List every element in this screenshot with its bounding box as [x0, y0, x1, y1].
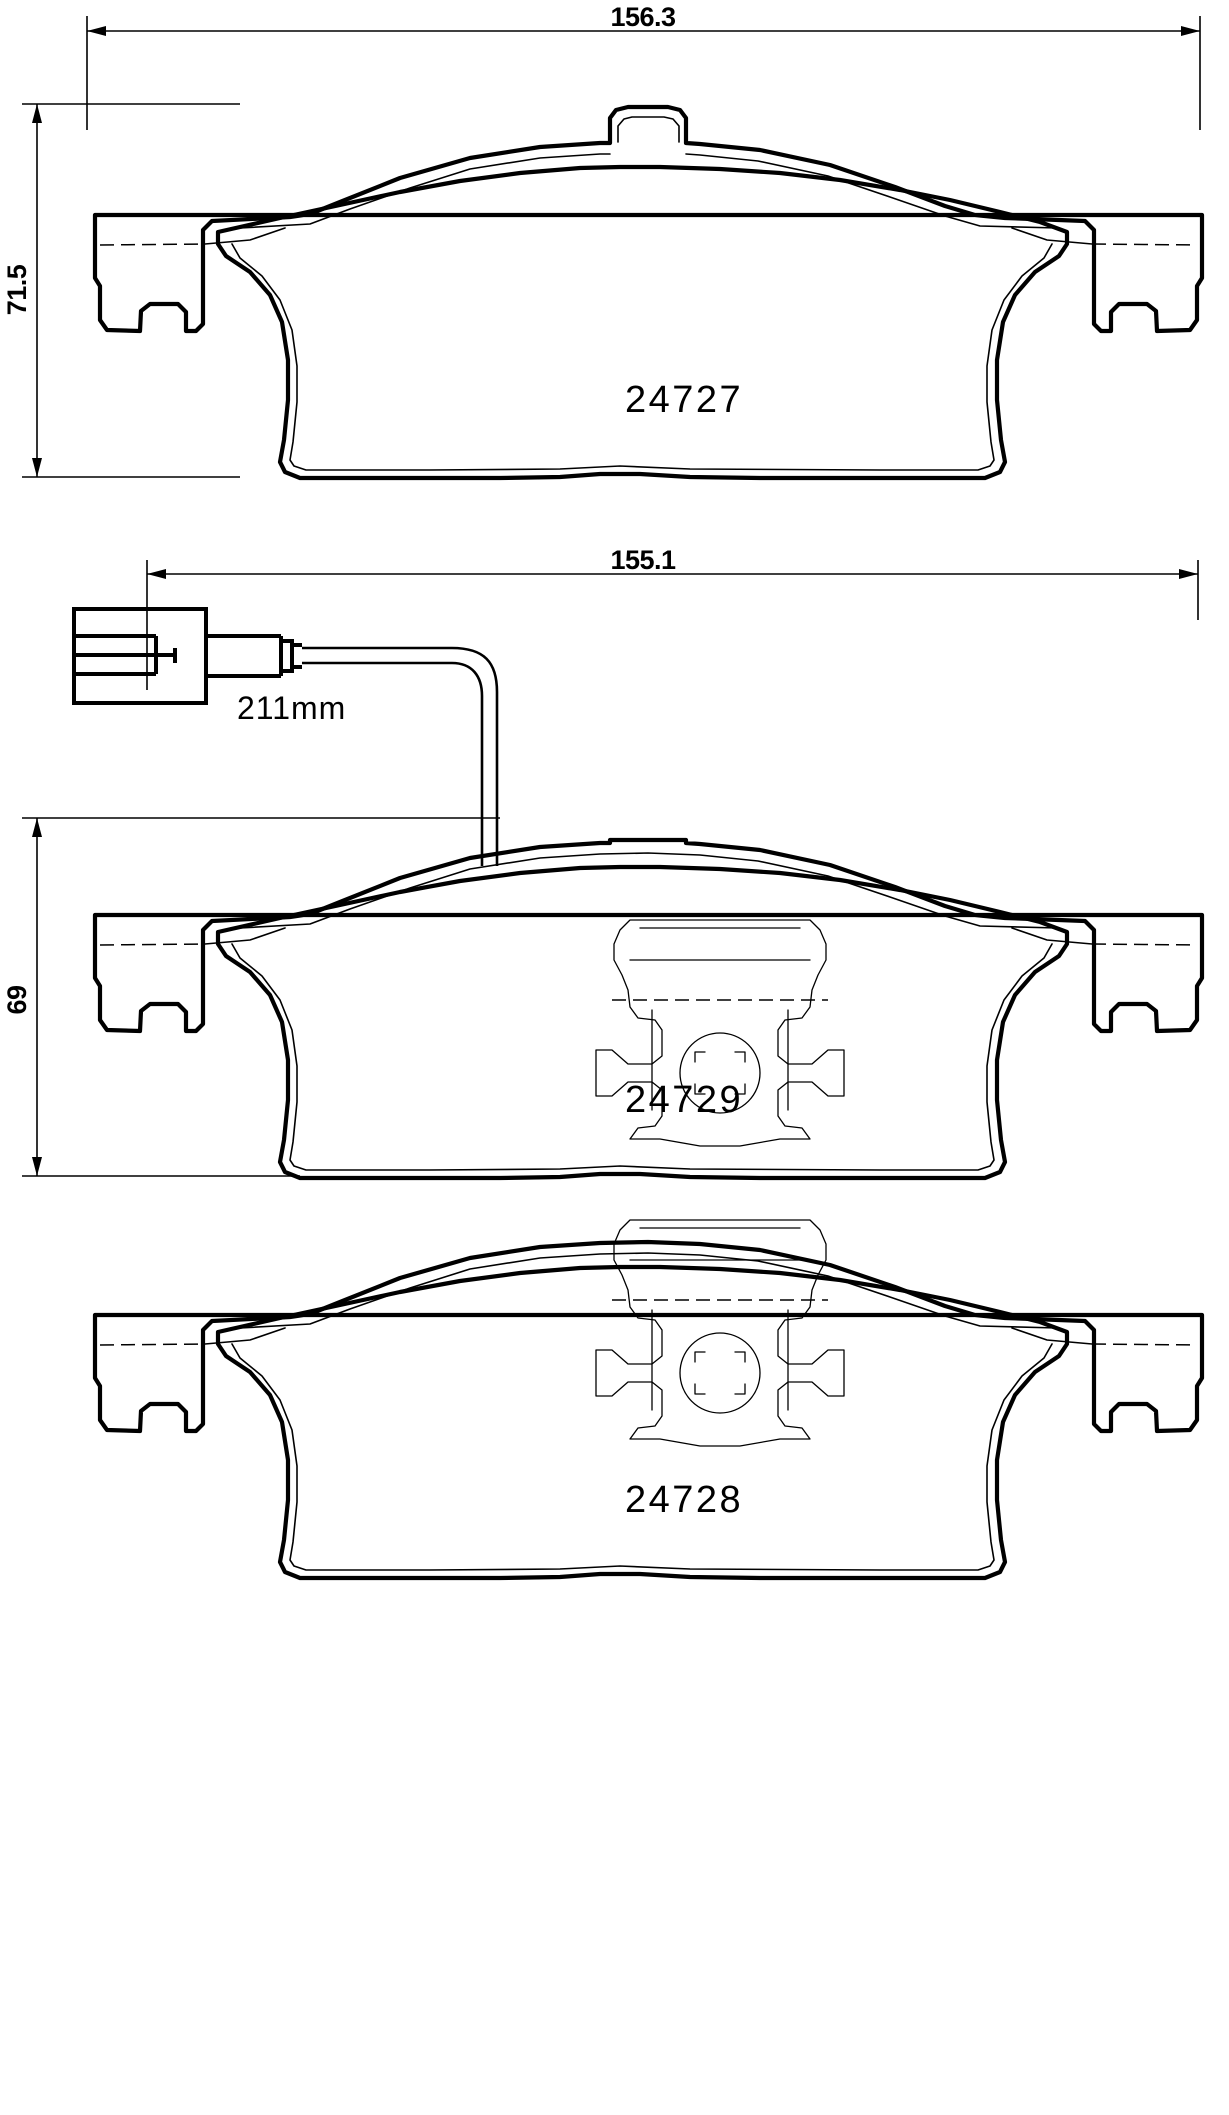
pad2-width-dimension	[146, 560, 1199, 690]
wear-sensor-cable	[302, 646, 499, 866]
pad-2-group: 211mm 24729	[22, 560, 1205, 1181]
pad-1-width-value: 156.3	[610, 2, 676, 32]
pad-1-height-value: 71.5	[2, 264, 32, 315]
pad2-height-dimension	[22, 817, 500, 1177]
wear-sensor-connector	[72, 607, 302, 705]
pad-2-width-value: 155.1	[610, 545, 676, 575]
pad-1-group: 24727	[22, 16, 1205, 481]
pad1-width-dimension	[86, 16, 1201, 130]
pad-3-sensor-clip	[595, 1219, 845, 1447]
pad-3-group: 24728	[92, 1219, 1205, 1581]
pad1-height-dimension	[22, 103, 240, 478]
pad-1-part-number: 24727	[625, 379, 743, 421]
wear-sensor-clip	[595, 919, 845, 1147]
sensor-cable-length-label: 211mm	[237, 690, 346, 726]
pad-3-part-number: 24728	[625, 1479, 743, 1521]
pad-2-part-number: 24729	[625, 1079, 743, 1121]
pad-2-height-value: 69	[2, 985, 32, 1015]
